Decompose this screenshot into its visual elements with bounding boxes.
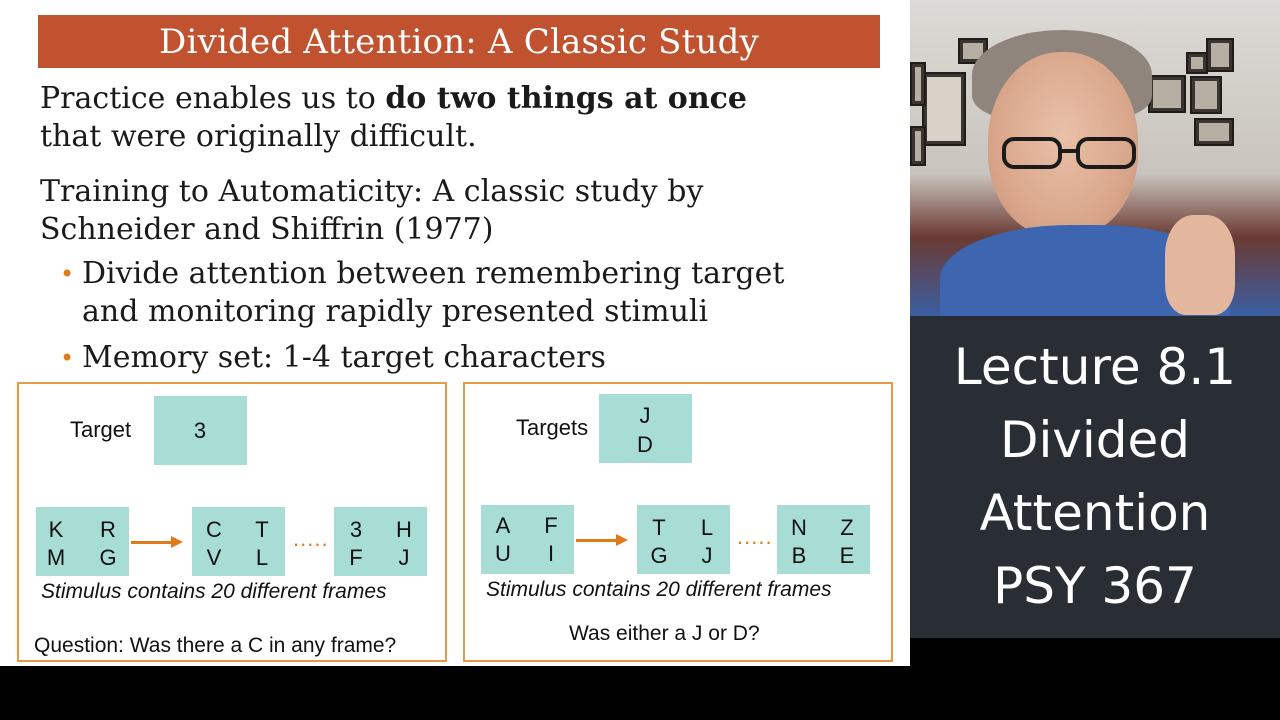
study-line1: Training to Automaticity: A classic stud…	[40, 174, 704, 209]
study-line2: Schneider and Shiffrin (1977)	[40, 212, 494, 247]
arrow-icon	[576, 534, 628, 546]
stimulus-frame: T L G J	[637, 505, 730, 574]
bullet-dot-icon: •	[60, 344, 75, 372]
question-text: Was either a J or D?	[569, 622, 760, 645]
ellipsis-dots: .....	[293, 526, 329, 551]
stimulus-frame: C T V L	[192, 507, 285, 576]
stimulus-frame: K R M G	[36, 507, 129, 576]
wall-photo	[1186, 52, 1208, 74]
bullet-dot-icon: •	[60, 260, 75, 288]
glasses-icon	[1002, 137, 1136, 169]
lecture-number: Lecture 8.1	[953, 338, 1237, 396]
lecture-title-line2: Attention	[979, 484, 1211, 542]
example-panel-right: Targets J D A F U I T L G J ..... N Z B …	[463, 382, 893, 662]
wall-photo	[910, 62, 926, 106]
intro-text: Practice enables us to do two things at …	[40, 80, 880, 156]
slide-title: Divided Attention: A Classic Study	[38, 15, 880, 68]
stimulus-caption: Stimulus contains 20 different frames	[486, 578, 832, 601]
wall-photo	[1190, 76, 1222, 114]
presenter-video	[910, 0, 1280, 316]
intro-bold: do two things at once	[385, 81, 747, 116]
slide: Divided Attention: A Classic Study Pract…	[0, 0, 910, 666]
intro-line2: that were originally difficult.	[40, 119, 477, 154]
wall-photo	[1206, 38, 1234, 72]
stimulus-frame: A F U I	[481, 505, 574, 574]
targets-box: J D	[599, 394, 692, 463]
course-code: PSY 367	[993, 557, 1197, 615]
question-text: Question: Was there a C in any frame?	[34, 634, 397, 657]
target-box: 3	[154, 396, 247, 465]
arrow-icon	[131, 536, 183, 548]
lecture-title-card: Lecture 8.1 Divided Attention PSY 367	[910, 316, 1280, 638]
bullet-item: • Divide attention between remembering t…	[60, 256, 785, 329]
bullet-item: • Memory set: 1-4 target characters	[60, 340, 606, 375]
ellipsis-dots: .....	[737, 524, 773, 549]
example-panel-left: Target 3 K R M G C T V L ..... 3 H F J S…	[17, 382, 447, 662]
study-text: Training to Automaticity: A classic stud…	[40, 173, 880, 249]
wall-photo	[922, 72, 966, 146]
wall-photo	[910, 126, 926, 166]
stimulus-frame: N Z B E	[777, 505, 870, 574]
wall-photo	[958, 38, 988, 64]
wall-photo	[1194, 118, 1234, 146]
stimulus-caption: Stimulus contains 20 different frames	[41, 580, 387, 603]
stimulus-frame: 3 H F J	[334, 507, 427, 576]
targets-label: Targets	[516, 415, 589, 440]
lecture-title-line1: Divided	[999, 411, 1191, 469]
presenter-hand	[1165, 215, 1235, 315]
wall-photo	[1148, 75, 1186, 113]
presenter-face	[988, 52, 1138, 237]
intro-pre: Practice enables us to	[40, 81, 386, 116]
target-label: Target	[70, 417, 132, 442]
